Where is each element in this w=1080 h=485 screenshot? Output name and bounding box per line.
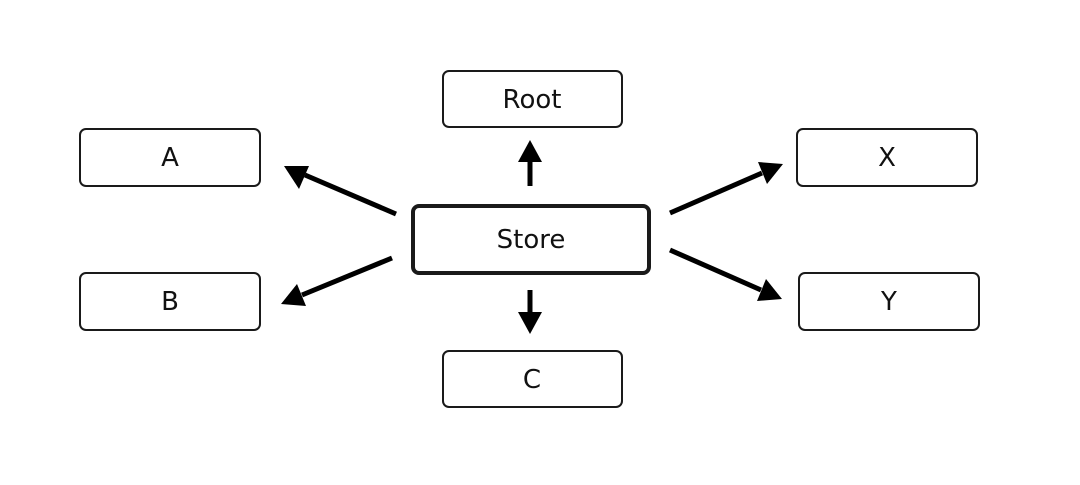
node-label-root: Root <box>503 85 562 115</box>
node-store: Store <box>411 204 651 275</box>
node-label-a: A <box>161 143 179 173</box>
edge-store-to-y <box>668 247 782 301</box>
node-y: Y <box>798 272 980 331</box>
edge-store-to-root <box>518 140 542 186</box>
node-c: C <box>442 350 623 408</box>
node-label-y: Y <box>880 287 897 317</box>
node-a: A <box>79 128 261 187</box>
node-label-store: Store <box>497 225 566 255</box>
node-root: Root <box>442 70 623 128</box>
edges <box>281 140 783 334</box>
node-label-b: B <box>161 287 179 317</box>
edge-store-to-a <box>284 166 397 217</box>
node-label-x: X <box>878 143 896 173</box>
edge-store-to-b <box>281 255 393 306</box>
edge-store-to-x <box>669 162 783 216</box>
node-x: X <box>796 128 978 187</box>
edge-store-to-c <box>518 290 542 334</box>
node-label-c: C <box>523 365 541 395</box>
node-b: B <box>79 272 261 331</box>
